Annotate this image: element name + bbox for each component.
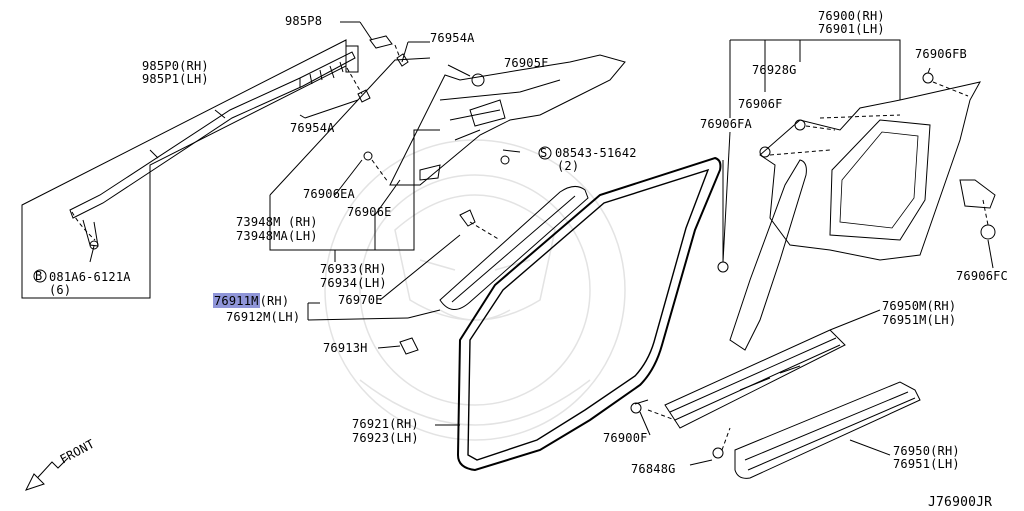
label-76954A-mid: 76954A	[290, 121, 335, 135]
label-76901: 76901(LH)	[818, 22, 885, 36]
label-73948MA: 73948MA(LH)	[236, 229, 318, 243]
part-center-pillar	[269, 54, 626, 262]
label-76906FB: 76906FB	[915, 47, 967, 61]
label-985P8: 985P8	[285, 14, 323, 28]
label-76934: 76934(LH)	[320, 276, 387, 290]
screw-symbol: S	[540, 146, 548, 160]
label-76970E: 76970E	[338, 293, 383, 307]
part-985P8-clip	[299, 21, 430, 119]
label-76905F: 76905F	[504, 56, 549, 70]
watermark-emblem	[324, 139, 626, 441]
screw-symbol-circle	[538, 146, 552, 160]
part-76913H-clip	[399, 337, 419, 355]
label-76928G: 76928G	[752, 63, 797, 77]
front-arrow-icon	[25, 457, 69, 491]
label-76951: 76951(LH)	[893, 457, 960, 471]
label-76954A-top: 76954A	[430, 31, 475, 45]
bolt-symbol: B	[35, 269, 43, 283]
part-76950M-kicking-plate	[630, 309, 881, 466]
label-76906FC: 76906FC	[956, 269, 1008, 283]
highlight-76911M: 76911M	[213, 293, 260, 308]
label-76906F: 76906F	[738, 97, 783, 111]
part-76911M-trim	[307, 186, 589, 321]
label-76913H: 76913H	[323, 341, 368, 355]
part-76950-sill	[734, 381, 921, 479]
label-76906EA: 76906EA	[303, 187, 355, 201]
label-76912M: 76912M(LH)	[226, 310, 301, 324]
label-76923: 76923(LH)	[352, 431, 419, 445]
label-76921: 76921(RH)	[352, 417, 419, 431]
label-76911M-side: (RH)	[259, 294, 290, 308]
label-76950M: 76950M(RH)	[882, 299, 957, 313]
label-76848G: 76848G	[631, 462, 676, 476]
label-081A6: 081A6-6121A	[49, 270, 131, 284]
label-76911M-highlighted: 76911M(RH)	[213, 293, 290, 308]
label-73948M: 73948M (RH)	[236, 215, 318, 229]
part-76900-quarter-panel	[717, 39, 996, 351]
label-985P1: 985P1(LH)	[142, 72, 209, 86]
label-76933: 76933(RH)	[320, 262, 387, 276]
label-08543-qty: (2)	[557, 159, 580, 173]
diagram-id: J76900JR	[928, 495, 993, 510]
label-76900F: 76900F	[603, 431, 648, 445]
label-76900: 76900(RH)	[818, 9, 885, 23]
label-081A6-qty: (6)	[49, 283, 72, 297]
label-76906FA: 76906FA	[700, 117, 752, 131]
label-985P0: 985P0(RH)	[142, 59, 209, 73]
bolt-symbol-circle	[33, 269, 47, 283]
label-76906E: 76906E	[347, 205, 392, 219]
label-08543: 08543-51642	[555, 146, 637, 160]
part-76921-weatherstrip	[435, 156, 722, 472]
label-76951M: 76951M(LH)	[882, 313, 957, 327]
label-76950: 76950(RH)	[893, 444, 960, 458]
part-985P0-group	[21, 39, 359, 299]
